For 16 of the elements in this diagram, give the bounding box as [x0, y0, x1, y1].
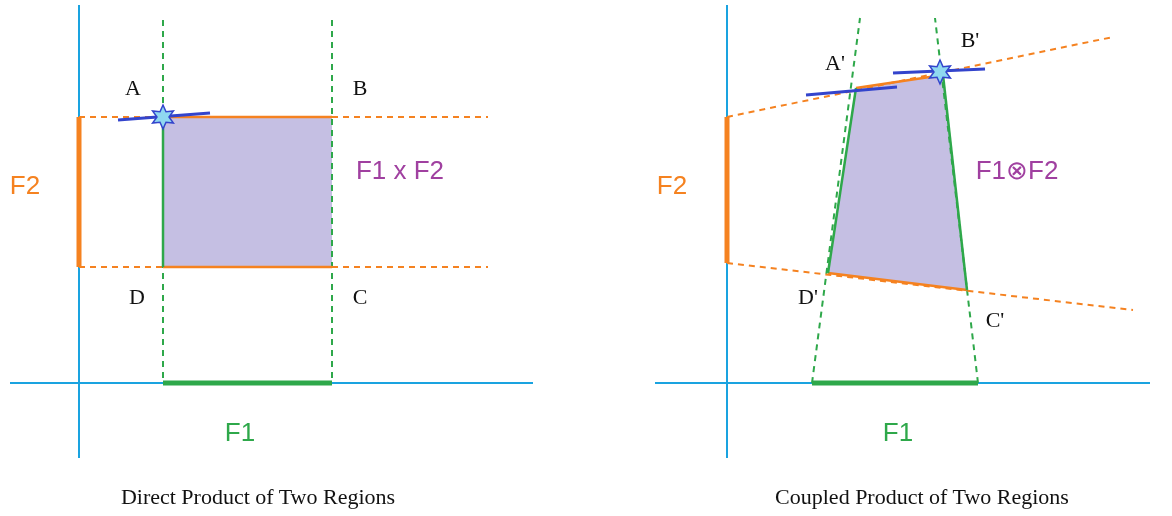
caption: Direct Product of Two Regions — [120, 486, 396, 508]
axis-label: F2 — [9, 172, 41, 198]
axis-label: F1 — [882, 419, 914, 445]
point-label: C — [352, 286, 368, 308]
axis-label: F1 — [224, 419, 256, 445]
product-label: F1⊗F2 — [975, 157, 1059, 183]
point-label: C' — [985, 309, 1005, 331]
point-label: D' — [798, 286, 818, 308]
point-label: B' — [960, 29, 980, 51]
point-label: A' — [825, 52, 845, 74]
caption: Coupled Product of Two Regions — [775, 486, 1069, 508]
axis-label: F2 — [656, 172, 688, 198]
point-label: D — [129, 286, 145, 308]
product-label: F1 x F2 — [355, 157, 445, 183]
point-label: B — [352, 77, 368, 99]
point-label: A — [125, 77, 141, 99]
